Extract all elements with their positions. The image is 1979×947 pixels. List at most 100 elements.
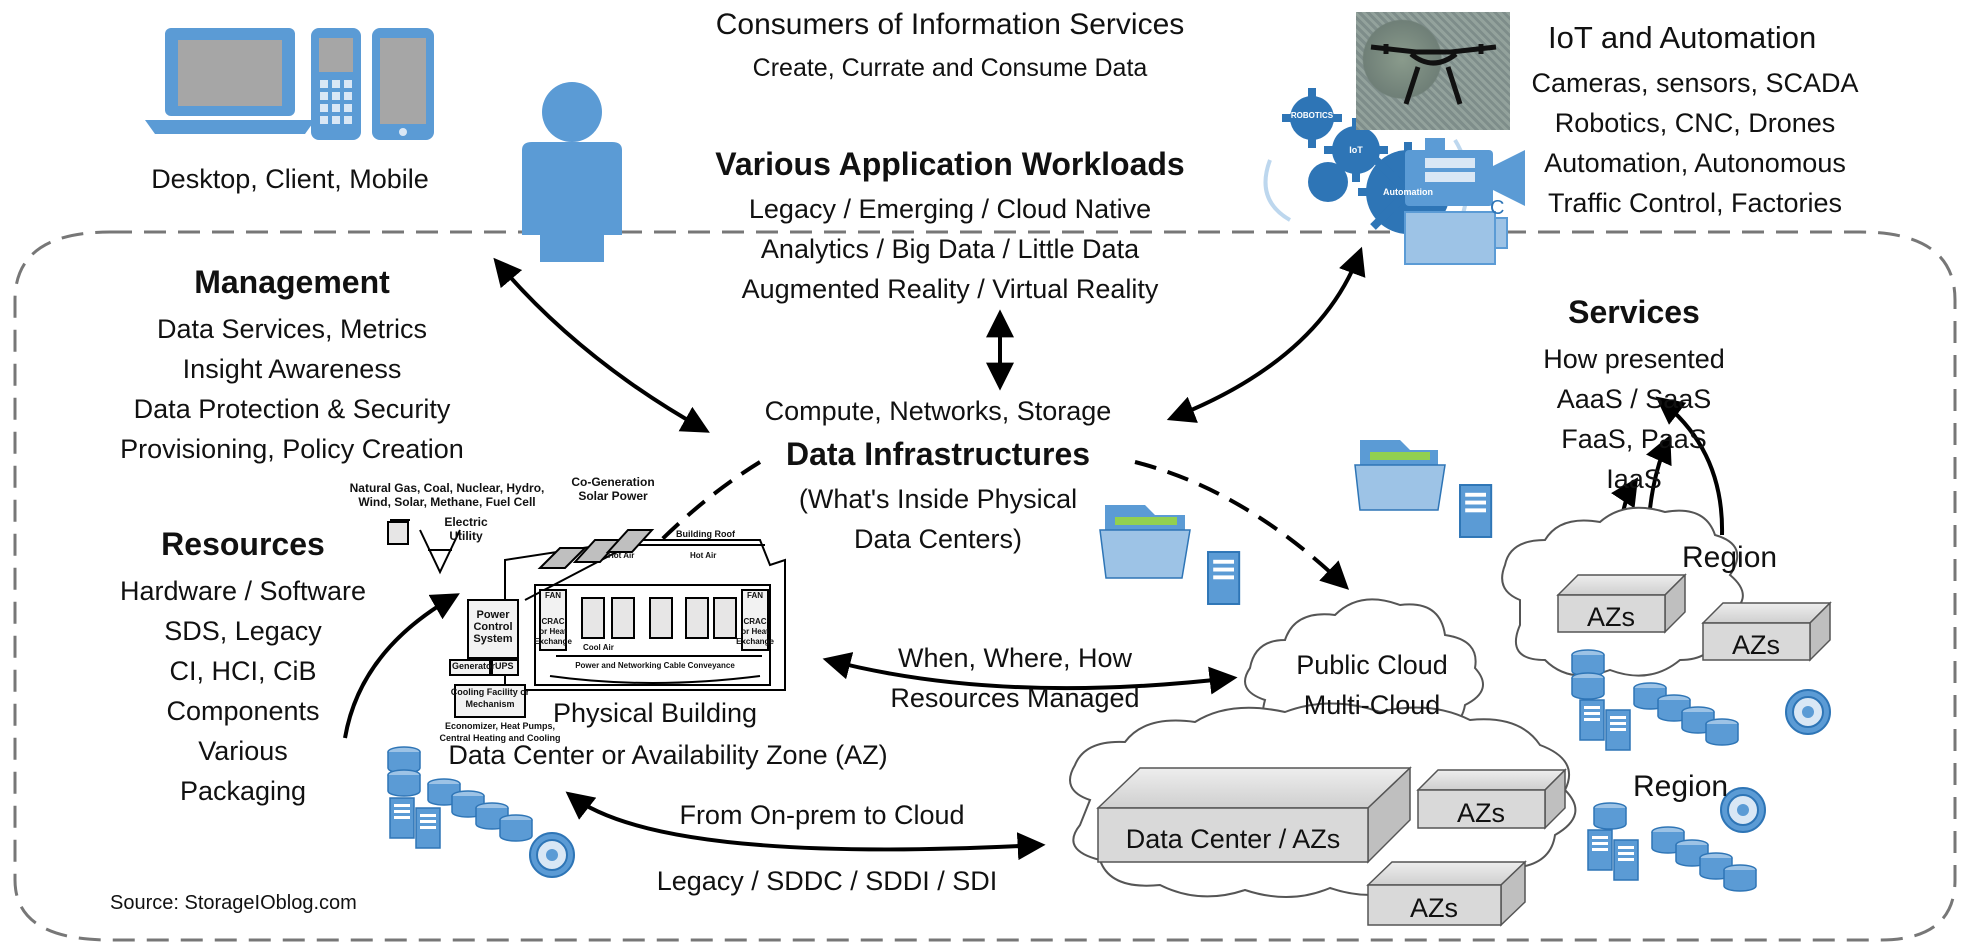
services-line: FaaS, PaaS xyxy=(1561,424,1707,454)
phone-icon xyxy=(311,28,361,140)
management-line: Data Protection & Security xyxy=(133,394,451,424)
laptop-icon xyxy=(145,28,315,134)
workloads-title: Various Application Workloads xyxy=(715,146,1185,182)
power-label: Control xyxy=(473,621,513,633)
resources-line: Hardware / Software xyxy=(119,576,367,606)
consumers-title: Consumers of Information Services xyxy=(715,8,1185,41)
az-box xyxy=(1556,573,1687,634)
management-line: Provisioning, Policy Creation xyxy=(120,434,464,464)
arrow-iot-link xyxy=(1166,246,1366,423)
crac-label: or Heat xyxy=(741,627,769,636)
az-box xyxy=(1701,601,1832,662)
iot-line: Automation, Autonomous xyxy=(1544,148,1846,178)
roof-label: Building Roof xyxy=(676,529,735,539)
resources-title: Resources xyxy=(161,526,325,562)
power-label: System xyxy=(473,633,513,645)
iot-line: Traffic Control, Factories xyxy=(1547,188,1843,218)
resources-line: Components xyxy=(166,696,320,726)
data-infrastructures-title: Data Infrastructures xyxy=(785,436,1091,472)
services-line: How presented xyxy=(1543,344,1725,374)
az-label: AZs xyxy=(1456,798,1506,828)
az-label: AZs xyxy=(1586,602,1636,632)
public-cloud-label: Public Cloud xyxy=(1296,650,1448,680)
utility-label: Electric xyxy=(444,515,488,529)
arrow-resources-link xyxy=(343,593,460,739)
cooling-label: Mechanism xyxy=(465,699,515,709)
infrastructure-boundary xyxy=(13,230,1957,942)
tablet-icon xyxy=(372,28,434,140)
cooling-label: Cooling Facility or xyxy=(450,687,530,697)
source-credit: Source: StorageIOblog.com xyxy=(110,892,357,914)
dc-az-label: Data Center or Availability Zone (AZ) xyxy=(448,740,888,770)
arrow-infra-cloud xyxy=(1134,460,1350,590)
services-line: AaaS / SaaS xyxy=(1556,384,1712,414)
az-box xyxy=(1416,768,1567,830)
region-label: Region xyxy=(1633,770,1729,803)
consumers-subtitle: Create, Currate and Consume Data xyxy=(752,54,1148,82)
building-diagram xyxy=(387,519,786,718)
building-caption: Physical Building xyxy=(552,698,758,728)
iot-title: IoT and Automation xyxy=(1548,20,1817,55)
crac-label: Exchange xyxy=(736,637,774,646)
services-title: Services xyxy=(1568,294,1700,330)
resources-line: Various xyxy=(198,736,288,766)
dc-az-box-label: Data Center / AZs xyxy=(1125,824,1341,854)
arrow-service-aaas xyxy=(1655,396,1725,536)
cool-air-label: Cool Air xyxy=(583,643,614,652)
iot-line: Cameras, sensors, SCADA xyxy=(1531,68,1859,98)
server-icon xyxy=(1459,484,1493,538)
generator-label: Generator xyxy=(452,661,496,671)
devices-label: Desktop, Client, Mobile xyxy=(151,164,429,194)
folder-icon xyxy=(1099,505,1191,579)
person-icon xyxy=(522,82,622,262)
conveyance-label: Power and Networking Cable Conveyance xyxy=(575,661,735,670)
gear-label: IoT xyxy=(1349,145,1363,155)
drone-photo xyxy=(1356,12,1510,130)
workloads-line: Analytics / Big Data / Little Data xyxy=(760,234,1140,264)
power-label: Power xyxy=(476,609,510,621)
ups-label: UPS xyxy=(495,661,514,671)
gear-label: ROBOTICS xyxy=(1290,111,1334,120)
gear-label: Automation xyxy=(1383,187,1433,197)
dc-az-box xyxy=(1096,766,1412,864)
folder-icon xyxy=(1354,440,1446,511)
econ-label: Central Heating and Cooling xyxy=(439,733,561,743)
crac-label: Exchange xyxy=(534,637,572,646)
cogen-label: Co-Generation xyxy=(571,475,655,489)
video-camera-icon xyxy=(1405,138,1525,206)
iot-line: Robotics, CNC, Drones xyxy=(1554,108,1836,138)
crac-label: or Heat xyxy=(539,627,567,636)
resources-line: Packaging xyxy=(179,776,307,806)
workloads-line: Augmented Reality / Virtual Reality xyxy=(741,274,1159,304)
az-label: AZs xyxy=(1731,630,1781,660)
compute-label: Compute, Networks, Storage xyxy=(764,396,1112,426)
az-label: AZs xyxy=(1409,893,1459,923)
management-line: Insight Awareness xyxy=(182,354,402,384)
public-cloud-label: Multi-Cloud xyxy=(1303,690,1441,720)
camera-box-icon xyxy=(1404,211,1508,265)
arrow-management-link xyxy=(493,257,710,433)
drone-icon xyxy=(1370,44,1497,105)
building-fuels-label: Natural Gas, Coal, Nuclear, Hydro, xyxy=(349,481,545,495)
center-line: (What's Inside Physical xyxy=(798,484,1078,514)
services-line: IaaS xyxy=(1606,464,1662,494)
hot-air-label: Hot Air xyxy=(690,551,717,560)
cogen-label: Solar Power xyxy=(578,489,648,503)
econ-label: Economizer, Heat Pumps, xyxy=(444,721,556,731)
management-title: Management xyxy=(194,264,390,300)
arrow-onprem-cloud xyxy=(565,791,1046,861)
resources-line: SDS, Legacy xyxy=(164,616,322,646)
when-line: When, Where, How xyxy=(897,643,1133,673)
building-fuels-label: Wind, Solar, Methane, Fuel Cell xyxy=(358,495,536,509)
utility-label: Utility xyxy=(449,529,483,543)
when-line: Resources Managed xyxy=(890,683,1140,713)
az-box xyxy=(1366,860,1527,927)
onprem-bottom: Legacy / SDDC / SDDI / SDI xyxy=(656,866,998,896)
crac-label: CRAC xyxy=(743,617,767,626)
management-line: Data Services, Metrics xyxy=(156,314,428,344)
resources-line: CI, HCI, CiB xyxy=(169,656,317,686)
arrow-when-where xyxy=(822,652,1238,695)
fan-label: FAN xyxy=(747,591,763,600)
fan-label: FAN xyxy=(545,591,561,600)
